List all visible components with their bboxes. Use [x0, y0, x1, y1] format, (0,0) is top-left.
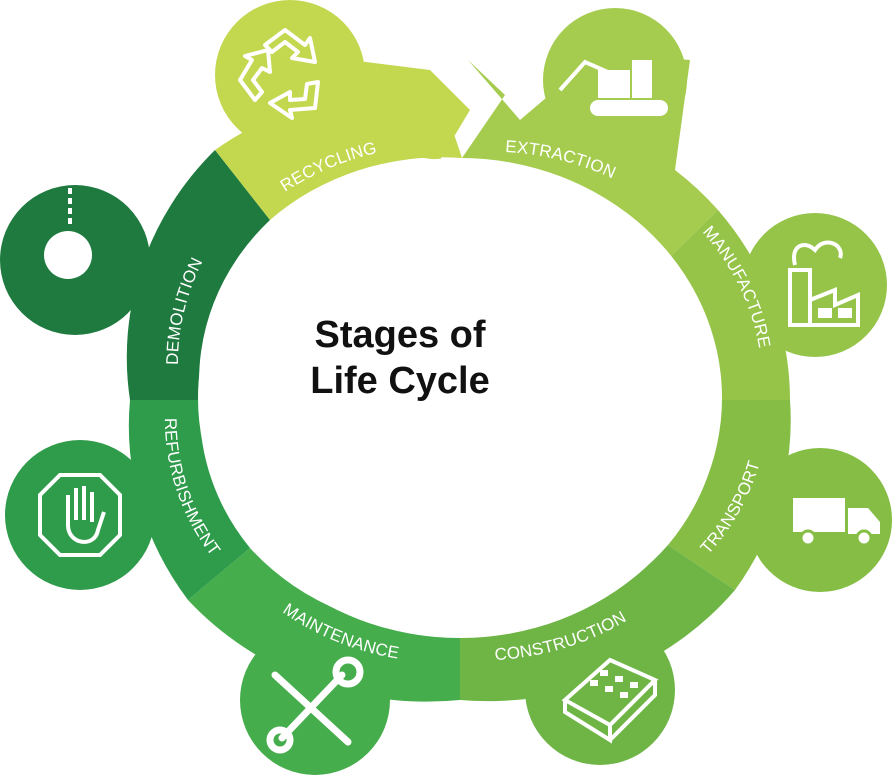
- stop-hand-icon: [38, 473, 122, 557]
- excavator-icon: [558, 59, 668, 116]
- title-line-1: Stages of: [314, 314, 486, 356]
- segment-refurbishment: [128, 400, 250, 600]
- segment-manufacture: [655, 210, 790, 400]
- truck-icon: [793, 498, 880, 547]
- factory-icon: [788, 240, 860, 327]
- tab-manufacture: [743, 213, 887, 357]
- stage-demolition: DEMOLITION: [0, 150, 271, 400]
- diagram-title: Stages of Life Cycle: [250, 312, 550, 404]
- stage-transport: TRANSPORT: [668, 400, 892, 592]
- segment-maintenance: [188, 548, 460, 702]
- stage-extraction: EXTRACTION: [462, 8, 718, 272]
- stage-construction: CONSTRUCTION: [460, 545, 735, 765]
- tab-construction: [525, 615, 675, 765]
- recycling-arrow-notch: [350, 60, 470, 160]
- tools-icon: [266, 656, 364, 754]
- tab-refurbishment: [5, 440, 155, 590]
- title-line-2: Life Cycle: [310, 360, 490, 402]
- stage-maintenance: MAINTENANCE: [188, 548, 460, 775]
- stage-manufacture: MANUFACTURE: [655, 210, 887, 400]
- tab-recycling: [215, 0, 365, 150]
- center-circle: [198, 158, 722, 638]
- wrecking-ball-icon: [44, 188, 92, 279]
- brick-icon: [561, 657, 659, 744]
- recycle-icon: [238, 28, 320, 120]
- segment-demolition: [126, 150, 271, 400]
